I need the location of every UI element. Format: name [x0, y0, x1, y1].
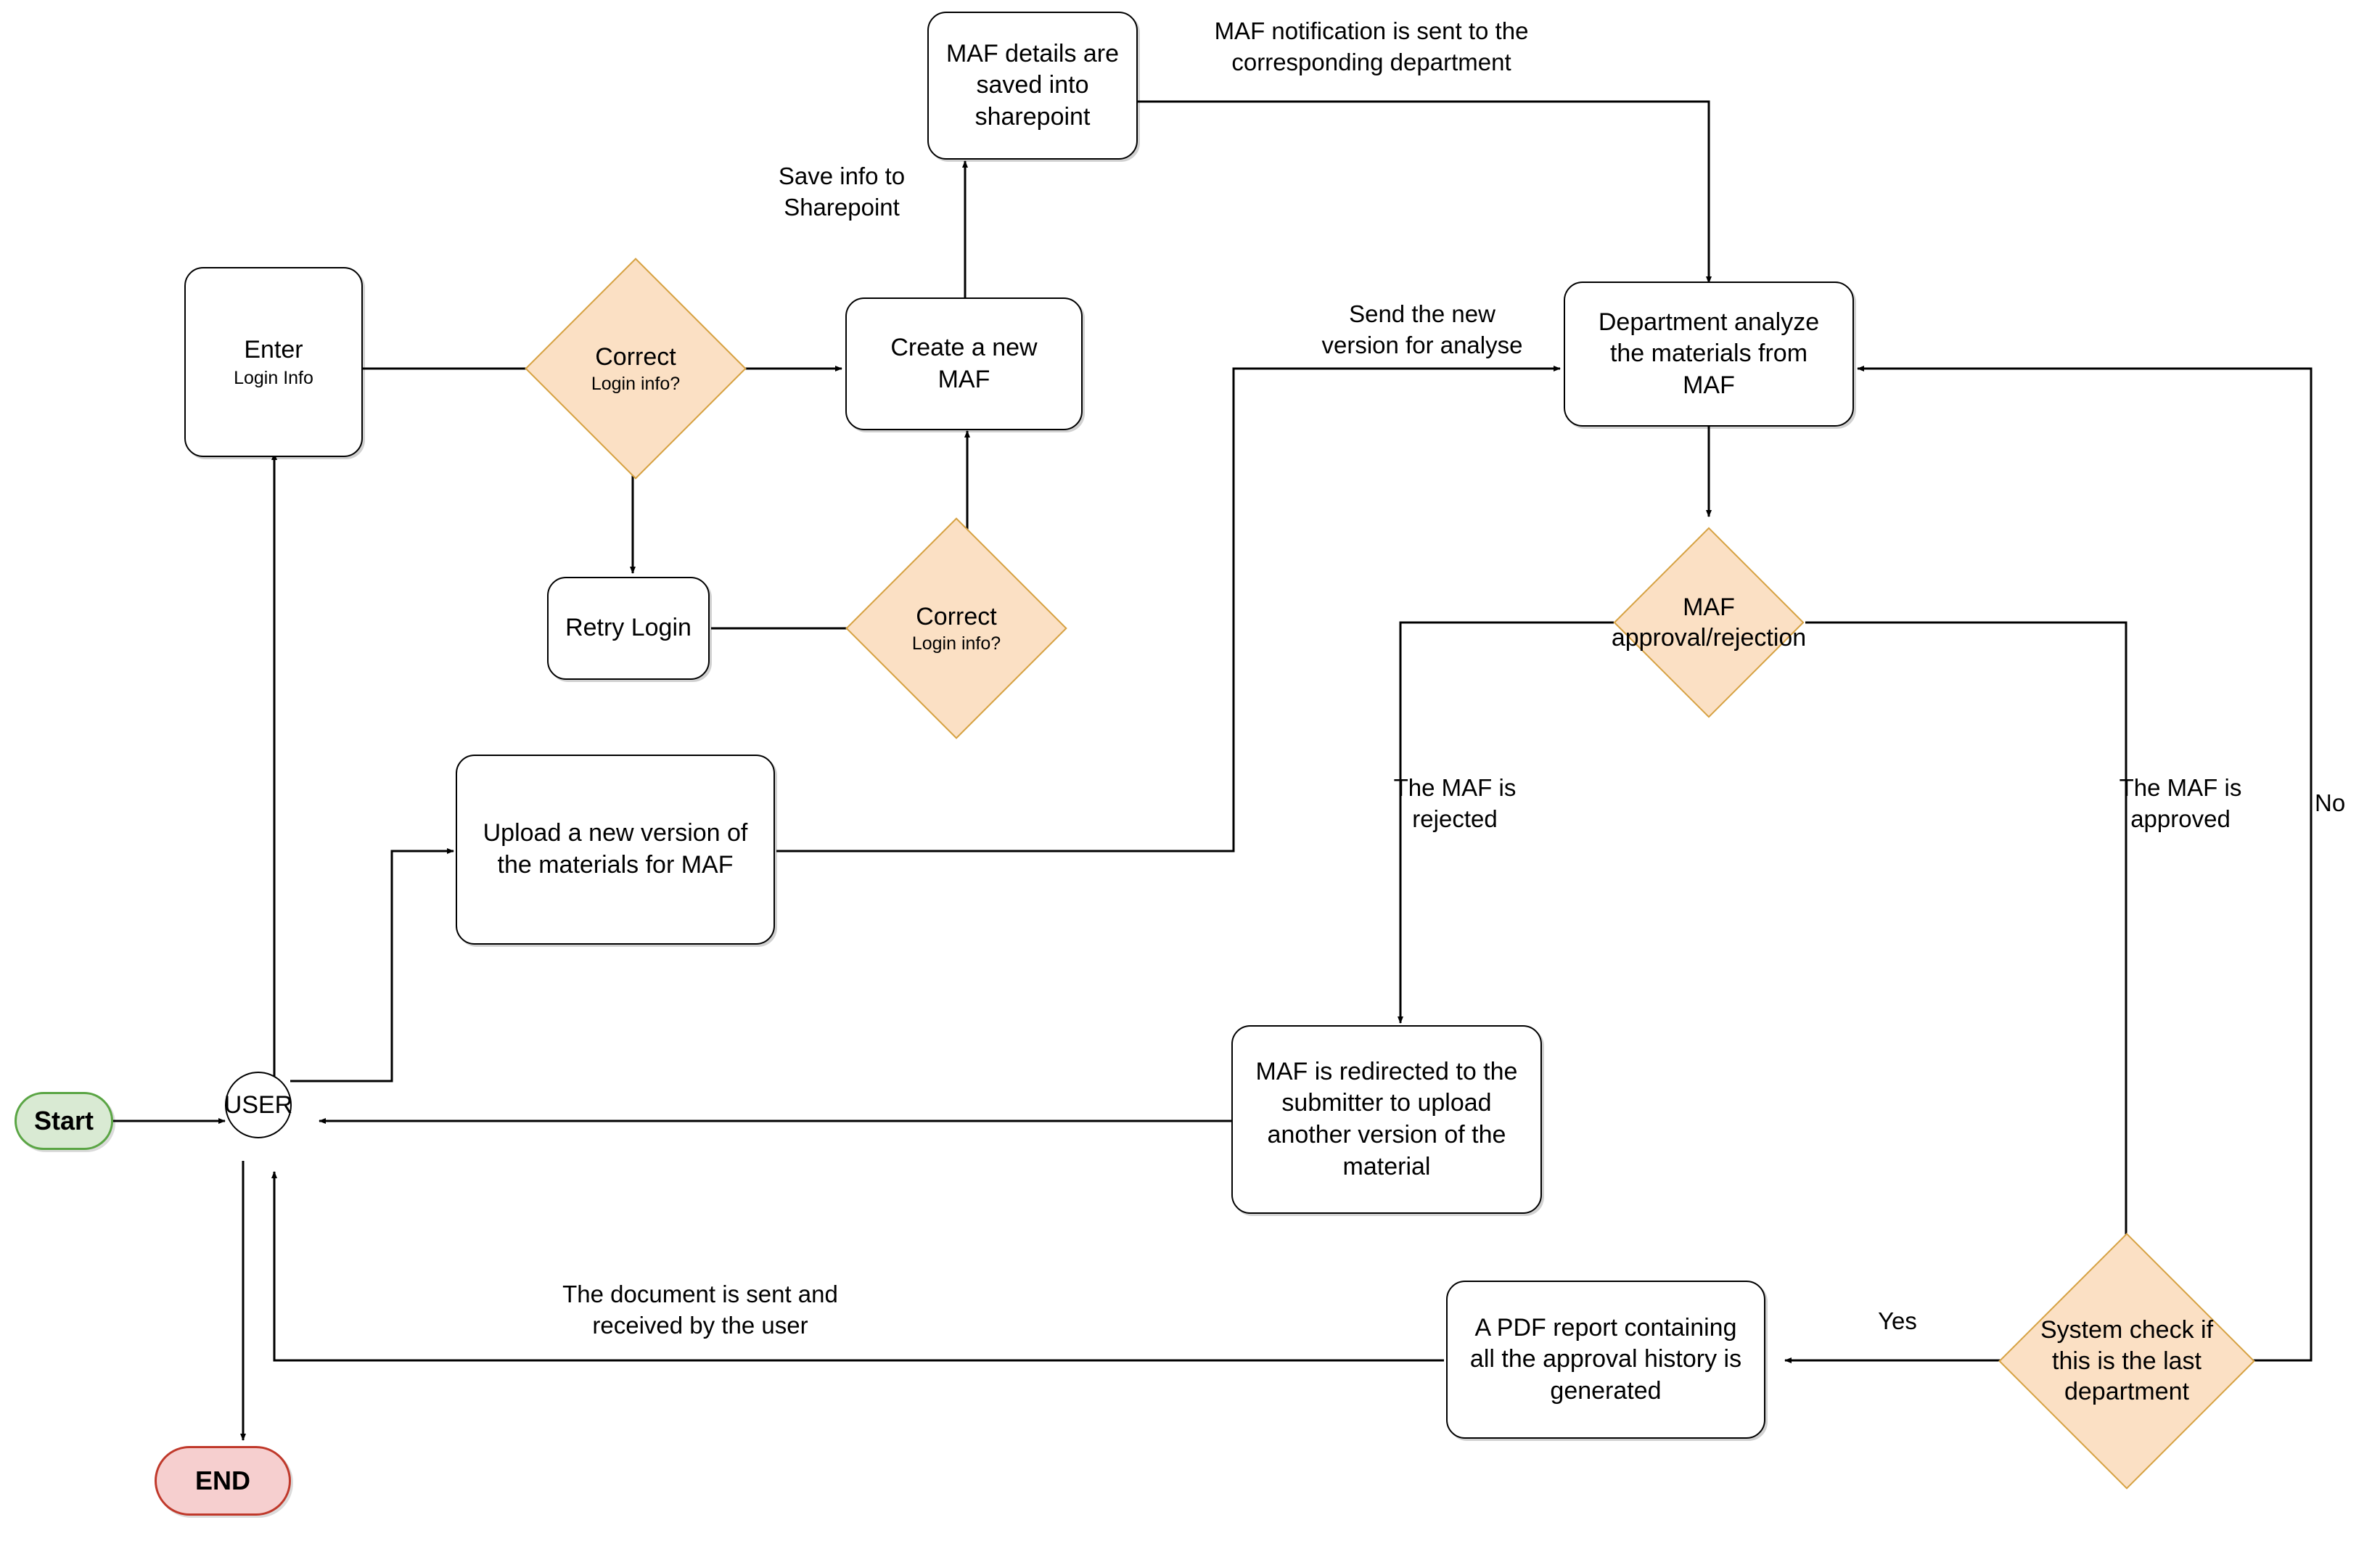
node-end[interactable]: END	[155, 1446, 291, 1516]
node-pdf-line1: A PDF report containing	[1474, 1313, 1737, 1342]
node-maf-saved-line3: sharepoint	[974, 102, 1091, 131]
node-redirected-line2: submitter to upload	[1281, 1089, 1492, 1117]
node-redirected-line4: material	[1342, 1152, 1431, 1180]
edge-label-maf-rejected: The MAF is rejected	[1393, 774, 1517, 832]
node-department-analyze[interactable]: Department analyze the materials from MA…	[1564, 282, 1854, 427]
node-start-label: Start	[33, 1106, 94, 1135]
node-pdf-report[interactable]: A PDF report containing all the approval…	[1446, 1281, 1765, 1439]
node-correct-login-2-sublabel: Login info?	[911, 633, 1001, 654]
node-correct-login-1-sublabel: Login info?	[591, 373, 681, 394]
node-redirected-line3: another version of the	[1267, 1121, 1506, 1149]
node-user[interactable]: USER	[223, 1072, 293, 1138]
node-department-line3: MAF	[1683, 371, 1735, 399]
node-maf-approval-line2: approval/rejection	[1611, 624, 1807, 652]
node-redirected-line1: MAF is redirected to the	[1255, 1057, 1518, 1085]
node-correct-login-1[interactable]: Correct Login info?	[525, 258, 747, 480]
node-system-check-line3: department	[2064, 1378, 2189, 1406]
edge-label-send-new-version: Send the new version for analyse	[1321, 300, 1523, 358]
node-retry-login-label: Retry Login	[565, 614, 692, 642]
node-maf-saved-sharepoint[interactable]: MAF details are saved into sharepoint	[927, 12, 1138, 160]
node-upload-new-version[interactable]: Upload a new version of the materials fo…	[456, 755, 775, 945]
node-department-line1: Department analyze	[1598, 308, 1820, 336]
node-pdf-line3: generated	[1550, 1376, 1662, 1405]
edge-approval-approved	[1805, 621, 2129, 1267]
node-end-label: END	[194, 1466, 250, 1495]
node-user-label: USER	[223, 1090, 293, 1119]
node-maf-approval-line1: MAF	[1683, 593, 1735, 621]
edge-label-save-info-sharepoint: Save info to Sharepoint	[778, 163, 906, 221]
node-system-check-line1: System check if	[2040, 1316, 2214, 1344]
edge-label-no: No	[2315, 789, 2346, 816]
edge-label-yes: Yes	[1878, 1307, 1917, 1334]
edge-label-maf-approved: The MAF is approved	[2119, 774, 2242, 832]
node-department-line2: the materials from	[1609, 340, 1808, 368]
node-maf-redirected[interactable]: MAF is redirected to the submitter to up…	[1231, 1025, 1542, 1214]
node-system-check-line2: this is the last	[2052, 1347, 2202, 1375]
node-enter-login-label: Enter	[244, 335, 303, 363]
node-start[interactable]: Start	[15, 1092, 113, 1150]
node-create-maf-line1: Create a new	[890, 333, 1038, 361]
node-create-maf[interactable]: Create a new MAF	[845, 297, 1083, 430]
node-retry-login[interactable]: Retry Login	[547, 577, 710, 680]
node-enter-login-sublabel: Login Info	[234, 367, 313, 388]
node-upload-line2: the materials for MAF	[497, 851, 734, 879]
edge-systemcheck-no-to-department	[1857, 366, 2313, 1362]
edge-label-maf-notification: MAF notification is sent to the correspo…	[1214, 17, 1529, 75]
node-maf-saved-line1: MAF details are	[945, 39, 1120, 67]
node-create-maf-line2: MAF	[937, 365, 990, 393]
node-enter-login[interactable]: Enter Login Info	[184, 267, 363, 457]
node-pdf-line2: all the approval history is	[1469, 1345, 1742, 1373]
node-upload-line1: Upload a new version of	[483, 819, 748, 847]
edge-mafsaved-to-department	[1043, 100, 1712, 284]
edge-label-document-sent: The document is sent and received by the…	[562, 1281, 838, 1339]
node-maf-approval-rejection[interactable]: MAF approval/rejection	[1612, 527, 1806, 718]
node-correct-login-2[interactable]: Correct Login info?	[845, 517, 1067, 739]
node-correct-login-2-label: Correct	[916, 603, 997, 631]
node-maf-saved-line2: saved into	[976, 71, 1089, 99]
node-correct-login-1-label: Correct	[595, 343, 676, 371]
edge-user-to-upload	[290, 848, 454, 1082]
node-system-check-last-department[interactable]: System check if this is the last departm…	[1998, 1233, 2255, 1490]
